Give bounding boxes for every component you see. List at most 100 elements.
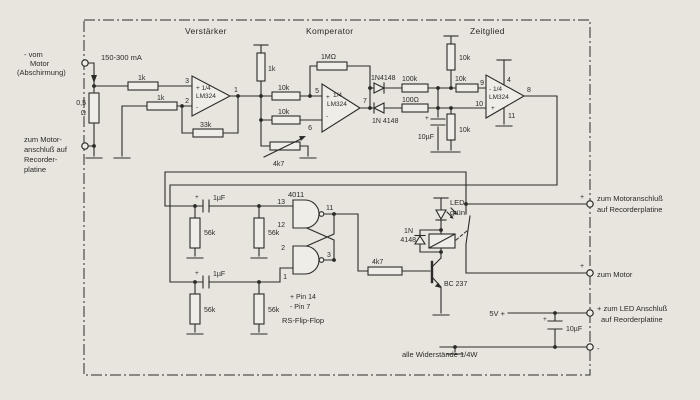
resistor-1k-top (127, 81, 159, 91)
resistor-10k-plus-label: 10k (278, 85, 290, 92)
ic-4011-label: 4011 (288, 190, 304, 199)
opamp1-minus: - (196, 104, 198, 111)
led-label-2: grün (450, 208, 465, 217)
comparator-stage: 1k 10k 10k 4k7 1MΩ + 1/4 LM324 - 5 6 7 (256, 52, 367, 168)
resistor-56k-3 (189, 293, 201, 325)
shield-boundary (83, 19, 591, 376)
opamp3-pin9: 9 (480, 80, 484, 87)
resistor-56k-4 (253, 293, 265, 325)
terminal-motor-label: zum Motor (597, 270, 633, 279)
opamp2-pin5: 5 (315, 88, 319, 95)
section-comparator: Komperator (306, 26, 353, 36)
resistor-56k-2-label: 56k (268, 230, 280, 237)
opamp3-pin4: 4 (507, 77, 511, 84)
flipflop-title: RS-Flip-Flop (282, 316, 324, 325)
resistor-56k-1 (189, 217, 201, 249)
terminal-minus-label: - (597, 344, 600, 353)
gate1-pin11: 11 (326, 205, 333, 212)
resistor-10k-minus-label: 10k (278, 109, 290, 116)
resistor-100k (401, 83, 429, 93)
resistor-10k-pullup (446, 43, 456, 71)
nand-gate-1-bubble (318, 211, 325, 217)
junction-dots (92, 84, 557, 349)
terminal-motor-plus: + (580, 263, 584, 270)
terminals: + zum Motoranschluß auf Recorderplatine … (81, 59, 668, 353)
capacitor-10uF-supply: + 10µF (543, 316, 582, 333)
resistor-10k-series-label: 10k (455, 76, 467, 83)
terminal-motor-connection-label-2: auf Recorderplatine (597, 205, 662, 214)
power-rail: 5V + + 10µF (489, 309, 582, 333)
nand-gate-2 (292, 245, 320, 275)
resistor-33k (192, 128, 224, 138)
capacitor-10uF-rc: + 10µF (418, 115, 446, 141)
resistor-1k-top-label: 1k (138, 75, 146, 82)
opamp1-pin2: 2 (185, 98, 189, 105)
opamp3-pin8: 8 (527, 87, 531, 94)
resistor-33k-label: 33k (200, 122, 212, 129)
opamp2-plus: + (326, 94, 330, 101)
section-amplifier: Verstärker (185, 26, 227, 36)
opamp3-text-2: LM324 (489, 94, 509, 101)
flipflop-power-note-2: - Pin 7 (290, 304, 310, 311)
resistor-4k7-base-label: 4k7 (372, 259, 383, 266)
opamp1-text-2: LM324 (196, 93, 216, 100)
resistor-1k-pullup-label: 1k (268, 66, 276, 73)
resistor-56k-2 (253, 217, 265, 249)
resistor-note: alle Widerstände 1/4W (402, 350, 478, 359)
cap-top-plus: + (195, 194, 199, 201)
gate1-pin13: 13 (277, 199, 285, 206)
opamp3-text-1: - 1/4 (489, 86, 502, 93)
flipflop-power-note-1: + Pin 14 (290, 294, 316, 301)
transistor-label: BC 237 (444, 281, 467, 288)
opamp2-text-1: 1/4 (333, 92, 342, 99)
resistor-100ohm (401, 103, 429, 113)
relay-switch-contact (455, 215, 471, 245)
gate2-pin1: 1 (283, 274, 287, 281)
diode-1n4148-relay: 1N 4148 (400, 228, 426, 245)
resistor-10k-plus (271, 91, 301, 101)
diode-1n4148-bottom: 1N 4148 (372, 102, 399, 125)
relay-coil (428, 233, 456, 249)
terminal-motor-connection (586, 200, 594, 208)
terminal-motor-connection-label-1: zum Motoranschluß (597, 194, 663, 203)
opamp2-triangle (321, 83, 362, 133)
trimmer-arrow (263, 137, 304, 158)
resistor-sense-value: 0,5 (76, 100, 86, 107)
relay-diode-label-1: 1N (404, 228, 413, 235)
led-label-1: LED (450, 198, 465, 207)
led-ray-arrow-2 (453, 210, 458, 215)
terminal-recorder-gnd (81, 142, 89, 150)
terminal-motor-connection-plus: + (580, 194, 584, 201)
relay-diode-label-2: 4148 (400, 237, 416, 244)
left-labels: - vom Motor (Abschirmung) zum Motor- ans… (17, 50, 68, 174)
motor-in-label-2: Motor (30, 59, 50, 68)
amplifier-stage: 1k 1k 33k + 1/4 LM324 - 3 2 1 (127, 75, 238, 138)
resistor-sense: 0,5 Ω (76, 92, 100, 124)
section-headers: Verstärker Komperator Zeitglied (185, 26, 505, 36)
resistor-1k-pullup (256, 52, 266, 82)
resistor-56k-4-label: 56k (268, 307, 280, 314)
diode-1n4148-top: 1N4148 (371, 75, 396, 94)
resistor-10k-minus (271, 115, 301, 125)
resistor-1k-bottom-label: 1k (157, 95, 165, 102)
resistor-sense-unit: Ω (81, 110, 86, 117)
opamp2-text-2: LM324 (327, 101, 347, 108)
recorder-gnd-label-4: platine (24, 165, 46, 174)
current-label: 150-300 mA (101, 53, 142, 62)
opamp3-triangle (485, 74, 526, 119)
resistor-1k-bottom (146, 101, 178, 111)
timer-stage: 10k 10k 10k - 1/4 LM324 + 9 10 4 11 8 (446, 43, 531, 141)
gate1-pin12: 12 (277, 222, 285, 229)
opamp3-pin11: 11 (508, 113, 515, 120)
trimmer-4k7-label: 4k7 (273, 161, 284, 168)
opamp2-minus: - (326, 113, 328, 120)
recorder-gnd-label-3: Recorder- (24, 155, 58, 164)
terminal-motor-in (81, 59, 89, 67)
capacitor-1uF-bottom: + 1µF (195, 270, 225, 289)
cap-bottom-label: 1µF (213, 271, 225, 278)
opamp3-plus: + (491, 105, 495, 112)
opamp2-pin7: 7 (363, 98, 367, 105)
opamp1-text-1: + 1/4 (196, 85, 211, 92)
nand-gate-1 (292, 199, 320, 229)
